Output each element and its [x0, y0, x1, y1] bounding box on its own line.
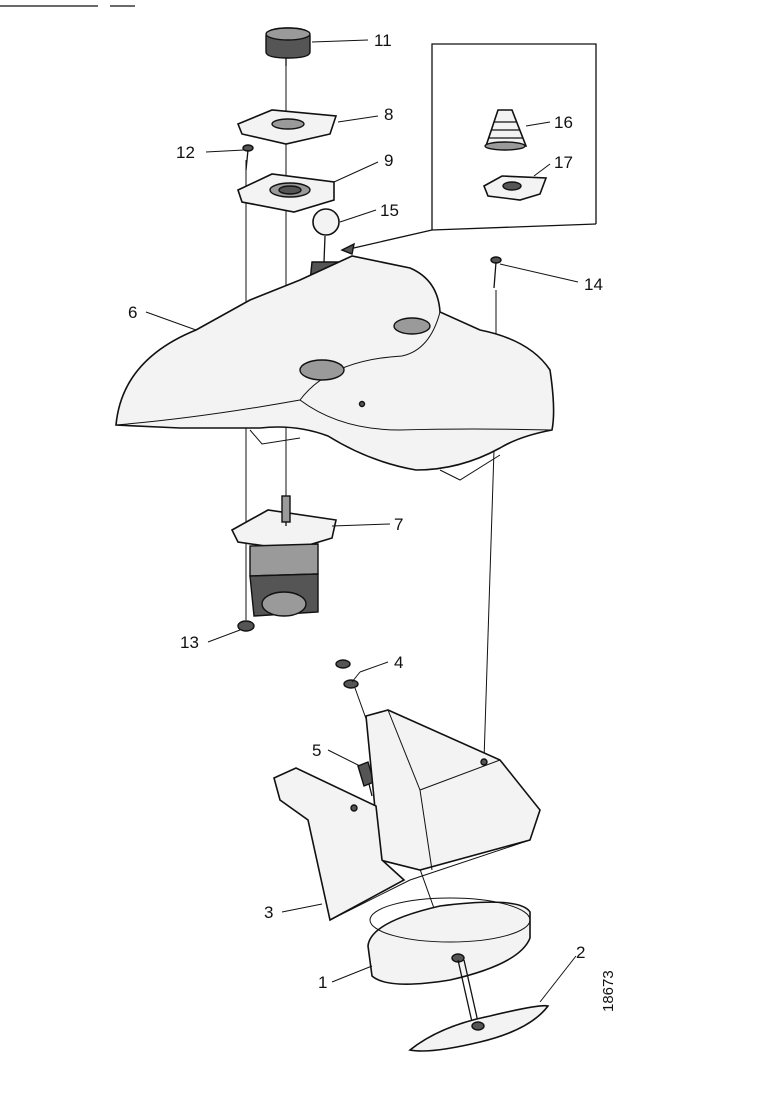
callout-8: 8 — [384, 105, 393, 124]
callout-2: 2 — [576, 943, 585, 962]
callout-9: 9 — [384, 151, 393, 170]
housing-cover-part — [115, 255, 555, 481]
callout-labels: 11 8 12 9 15 16 17 14 6 7 13 4 5 3 1 2 — [128, 31, 603, 992]
plate-17-part — [482, 175, 548, 201]
callout-6: 6 — [128, 303, 137, 322]
callout-13: 13 — [180, 633, 199, 652]
top-plate-part — [236, 109, 338, 145]
screw-12-part — [242, 144, 254, 171]
washer-13-part — [237, 620, 255, 632]
callout-17: 17 — [554, 153, 573, 172]
reference-number: 18673 — [600, 970, 617, 1012]
callout-14: 14 — [584, 275, 603, 294]
inset-detail-box — [340, 43, 597, 255]
callout-16: 16 — [554, 113, 573, 132]
callout-15: 15 — [380, 201, 399, 220]
foot-plate-part — [408, 959, 550, 1052]
washers-4-part — [335, 659, 359, 689]
gasket-part — [237, 173, 335, 213]
callout-11: 11 — [374, 31, 392, 50]
leader-lines — [145, 39, 579, 1003]
callout-5: 5 — [312, 741, 321, 760]
screw-14-part — [490, 256, 502, 289]
boot-16-part — [484, 109, 528, 151]
bracket-part — [273, 709, 541, 922]
callout-7: 7 — [394, 515, 403, 534]
knob-part — [265, 27, 311, 66]
switch-unit-part — [230, 495, 337, 617]
callout-1: 1 — [318, 973, 327, 992]
base-disc-part — [367, 897, 531, 985]
callout-12: 12 — [176, 143, 195, 162]
callout-3: 3 — [264, 903, 273, 922]
callout-4: 4 — [394, 653, 403, 672]
